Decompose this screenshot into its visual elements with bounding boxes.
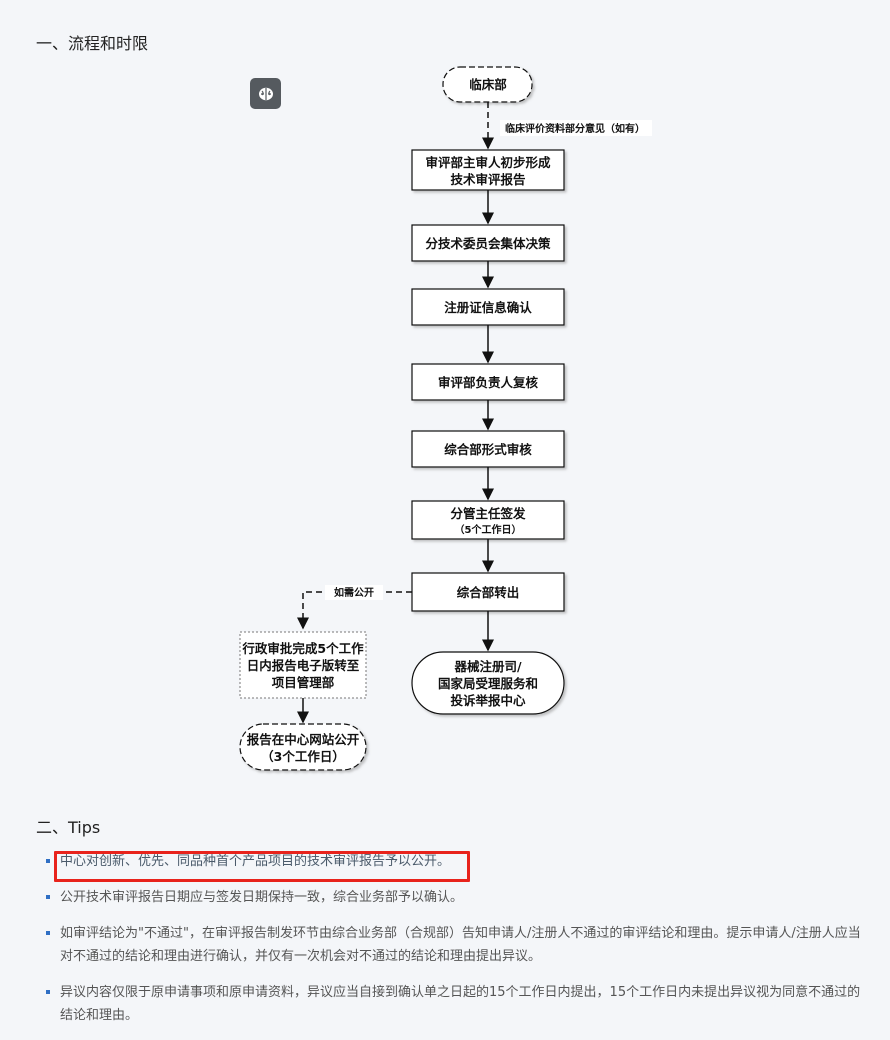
tip-item: 中心对创新、优先、同品种首个产品项目的技术审评报告予以公开。 xyxy=(44,850,864,873)
tips-list: 中心对创新、优先、同品种首个产品项目的技术审评报告予以公开。 公开技术审评报告日… xyxy=(44,850,864,1040)
tip-item: 异议内容仅限于原申请事项和原申请资料，异议应当自接到确认单之日起的15个工作日内… xyxy=(44,981,864,1027)
node-end-line2: 国家局受理服务和 xyxy=(438,676,538,691)
tip-text: 中心对创新、优先、同品种首个产品项目的技术审评报告予以公开。 xyxy=(60,854,451,869)
brain-icon-button[interactable] xyxy=(250,78,281,109)
node-step6-line2: （5个工作日） xyxy=(455,523,522,536)
edge-branch-admin xyxy=(297,591,412,630)
node-start-label: 临床部 xyxy=(469,77,507,92)
node-start: 临床部 xyxy=(442,66,533,103)
branch-label-bg xyxy=(325,585,383,600)
section-title-tips: 二、Tips xyxy=(36,818,101,837)
tip-text: 异议内容仅限于原申请事项和原申请资料，异议应当自接到确认单之日起的15个工作日内… xyxy=(60,985,861,1023)
node-admin: 行政审批完成5个工作 日内报告电子版转至 项目管理部 xyxy=(239,631,367,699)
node-step5-label: 综合部形式审核 xyxy=(444,442,532,457)
tip-item: 如审评结论为"不通过"，在审评报告制发环节由综合业务部（合规部）告知申请人/注册… xyxy=(44,922,864,968)
edge-note: 临床评价资料部分意见（如有） xyxy=(505,122,645,135)
node-step2: 分技术委员会集体决策 xyxy=(411,224,565,262)
node-step7: 综合部转出 xyxy=(411,572,565,612)
node-step1-line1: 审评部主审人初步形成 xyxy=(425,155,551,170)
node-step7-label: 综合部转出 xyxy=(457,585,520,600)
bullet-icon xyxy=(46,931,50,935)
node-admin-line1: 行政审批完成5个工作 xyxy=(241,641,364,656)
node-end-line1: 器械注册司/ xyxy=(453,659,522,674)
node-step4-label: 审评部负责人复核 xyxy=(438,375,539,390)
bullet-icon xyxy=(46,859,50,863)
highlight-box xyxy=(54,851,470,882)
brain-icon xyxy=(258,87,273,100)
node-step4: 审评部负责人复核 xyxy=(411,363,565,401)
node-step3: 注册证信息确认 xyxy=(411,288,565,326)
node-step2-label: 分技术委员会集体决策 xyxy=(425,236,551,251)
node-step1-line2: 技术审评报告 xyxy=(450,172,526,187)
node-publish: 报告在中心网站公开 （3个工作日） xyxy=(239,723,367,771)
bullet-icon xyxy=(46,895,50,899)
node-publish-line1: 报告在中心网站公开 xyxy=(247,732,360,747)
node-end-line3: 投诉举报中心 xyxy=(450,693,526,708)
node-publish-line2: （3个工作日） xyxy=(261,749,345,764)
branch-label: 如需公开 xyxy=(334,586,374,599)
tip-text: 公开技术审评报告日期应与签发日期保持一致，综合业务部予以确认。 xyxy=(60,890,464,905)
tip-item: 公开技术审评报告日期应与签发日期保持一致，综合业务部予以确认。 xyxy=(44,886,864,909)
node-step6: 分管主任签发 （5个工作日） xyxy=(411,500,565,540)
node-step5: 综合部形式审核 xyxy=(411,430,565,468)
node-end: 器械注册司/ 国家局受理服务和 投诉举报中心 xyxy=(411,651,565,715)
node-admin-line2: 日内报告电子版转至 xyxy=(247,658,360,673)
node-step1: 审评部主审人初步形成 技术审评报告 xyxy=(411,149,565,191)
bullet-icon xyxy=(46,990,50,994)
edge-note-bg xyxy=(500,120,652,136)
tip-text: 如审评结论为"不通过"，在审评报告制发环节由综合业务部（合规部）告知申请人/注册… xyxy=(60,926,861,964)
node-step3-label: 注册证信息确认 xyxy=(444,300,532,315)
node-step6-line1: 分管主任签发 xyxy=(450,506,526,521)
node-admin-line3: 项目管理部 xyxy=(272,675,335,690)
flowchart: 临床部 临床评价资料部分意见（如有） 审评部主审人初步形成 技术审评报告 分技术… xyxy=(239,66,652,771)
section-title-process: 一、流程和时限 xyxy=(36,34,149,53)
